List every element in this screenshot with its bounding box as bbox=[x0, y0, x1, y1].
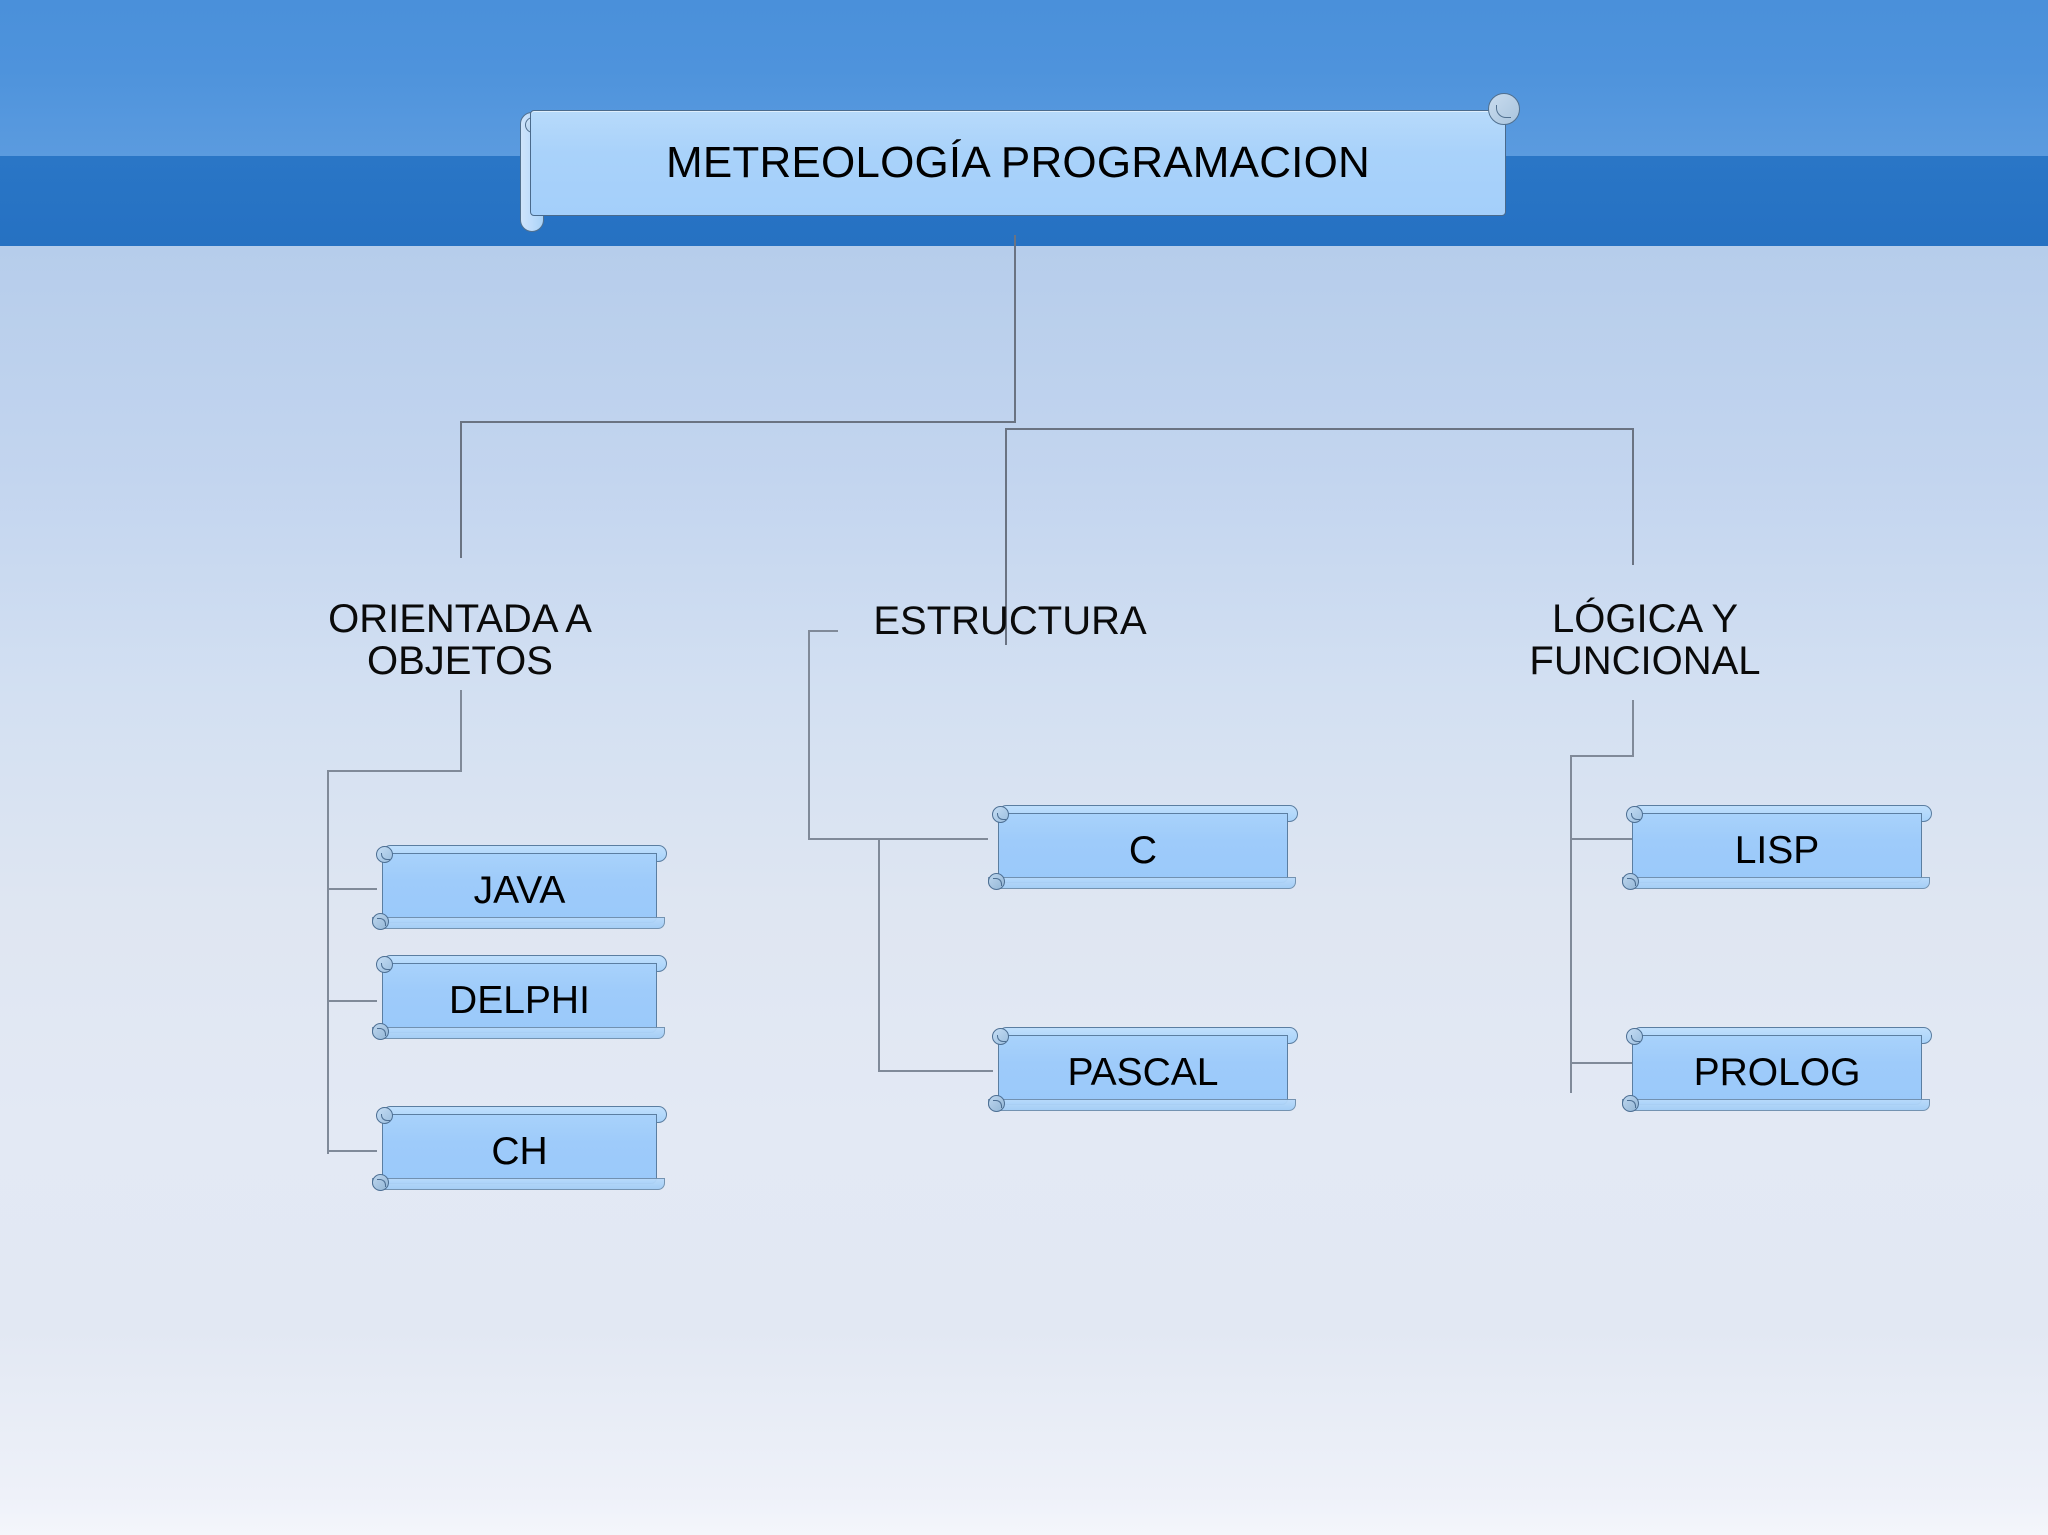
node-c-sheet bbox=[998, 813, 1288, 883]
connector-estructura-to-c bbox=[808, 838, 988, 840]
scroll-curl-topleft-icon bbox=[1626, 1028, 1643, 1045]
node-lisp-label: LISP bbox=[1734, 829, 1820, 872]
connector-estructura-to-pascal bbox=[878, 1070, 993, 1072]
node-java-label: JAVA bbox=[473, 869, 566, 912]
connector-orientada-spine bbox=[327, 770, 329, 1154]
scroll-curl-topleft-icon bbox=[376, 1107, 393, 1124]
node-c[interactable]: C bbox=[988, 805, 1298, 890]
connector-logica-stem bbox=[1632, 700, 1634, 755]
connector-drop-logica bbox=[1632, 428, 1634, 565]
node-lisp-sheet bbox=[1632, 813, 1922, 883]
connector-estructura-spine bbox=[808, 630, 810, 840]
node-delphi-label: DELPHI bbox=[449, 979, 590, 1022]
connector-orientada-stem bbox=[460, 690, 462, 770]
node-pascal[interactable]: PASCAL bbox=[988, 1027, 1298, 1112]
scroll-curl-topleft-icon bbox=[992, 806, 1009, 823]
scroll-curl-topleft-icon bbox=[992, 1028, 1009, 1045]
node-ch[interactable]: CH bbox=[372, 1106, 667, 1191]
scroll-curl-topleft-icon bbox=[376, 956, 393, 973]
scroll-curl-topleft-icon bbox=[1626, 806, 1643, 823]
scroll-curl-bottomleft-icon bbox=[1622, 1095, 1639, 1112]
connector-orientada-to-delphi bbox=[327, 1000, 377, 1002]
node-delphi-sheet bbox=[382, 963, 657, 1033]
connector-drop-orientada bbox=[460, 421, 462, 558]
connector-estructura-spine2 bbox=[878, 838, 880, 1072]
node-pascal-sheet bbox=[998, 1035, 1288, 1105]
node-prolog-sheet bbox=[1632, 1035, 1922, 1105]
connector-drop-estructura bbox=[1005, 428, 1007, 645]
scroll-curl-topleft-icon bbox=[376, 846, 393, 863]
connector-orientada-elbow bbox=[327, 770, 462, 772]
background-band-body bbox=[0, 246, 2048, 1535]
connector-orientada-to-java bbox=[327, 888, 377, 890]
connector-distribution-left bbox=[460, 421, 1016, 423]
connector-orientada-to-ch bbox=[327, 1150, 377, 1152]
scroll-curl-bottomleft-icon bbox=[372, 913, 389, 930]
scroll-curl-bottomleft-icon bbox=[1622, 873, 1639, 890]
node-pascal-label: PASCAL bbox=[1067, 1051, 1219, 1094]
category-label-logica-y-funcional: LÓGICA Y FUNCIONAL bbox=[1529, 597, 1761, 684]
node-lisp[interactable]: LISP bbox=[1622, 805, 1932, 890]
title-scroll-shape[interactable]: METREOLOGÍA PROGRAMACION bbox=[512, 93, 1520, 232]
connector-logica-elbow bbox=[1570, 755, 1634, 757]
connector-logica-to-lisp bbox=[1570, 838, 1635, 840]
scroll-curl-bottomleft-icon bbox=[372, 1174, 389, 1191]
connector-logica-spine bbox=[1570, 755, 1572, 1093]
connector-distribution-right bbox=[1005, 428, 1634, 430]
title-scroll-body bbox=[530, 110, 1506, 216]
connector-estructura-tick bbox=[808, 630, 838, 632]
node-ch-label: CH bbox=[491, 1130, 548, 1173]
node-java[interactable]: JAVA bbox=[372, 845, 667, 930]
scroll-curl-bottomleft-icon bbox=[988, 873, 1005, 890]
scroll-curl-bottomleft-icon bbox=[988, 1095, 1005, 1112]
page-title: METREOLOGÍA PROGRAMACION bbox=[665, 138, 1370, 187]
node-prolog[interactable]: PROLOG bbox=[1622, 1027, 1932, 1112]
connector-logica-to-prolog bbox=[1570, 1062, 1635, 1064]
connector-root-stem bbox=[1014, 235, 1016, 422]
node-prolog-label: PROLOG bbox=[1693, 1051, 1861, 1094]
node-delphi[interactable]: DELPHI bbox=[372, 955, 667, 1040]
category-label-orientada-a-objetos: ORIENTADA A OBJETOS bbox=[328, 597, 592, 684]
scroll-curl-bottomleft-icon bbox=[372, 1023, 389, 1040]
node-java-sheet bbox=[382, 853, 657, 923]
scroll-curl-right-icon bbox=[1488, 93, 1520, 125]
category-label-estructura: ESTRUCTURA bbox=[873, 599, 1147, 643]
node-c-label: C bbox=[1128, 829, 1158, 872]
